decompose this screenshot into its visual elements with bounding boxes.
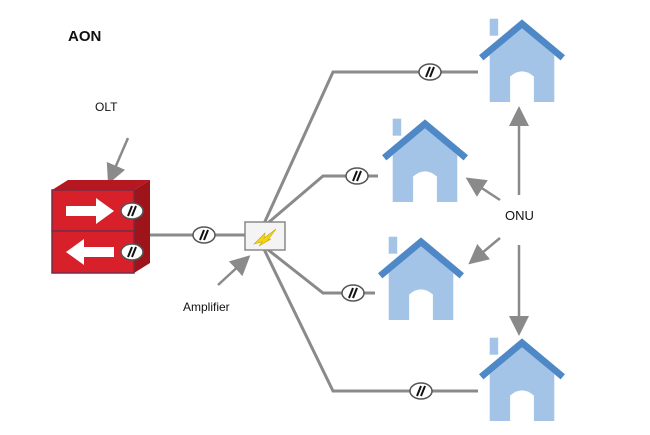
amplifier-icon (244, 221, 286, 251)
splice-connectors (192, 63, 442, 400)
splice-icon (345, 167, 369, 185)
house-icon (384, 119, 466, 202)
splice-icon (192, 226, 216, 244)
amplifier-label: Amplifier (183, 300, 230, 314)
arrow-right-icon (66, 198, 114, 224)
arrow-left-icon (66, 239, 114, 265)
house-icon (481, 338, 563, 421)
pointer-arrows (106, 106, 529, 336)
olt-device-icon (51, 180, 150, 274)
house-icon (380, 237, 462, 320)
olt-arrow (106, 137, 130, 185)
splice-icon (418, 63, 442, 81)
amplifier-arrow (217, 255, 251, 286)
diagram-title: AON (68, 28, 102, 45)
onu-arrow-upper-left (465, 177, 501, 202)
onu-label: ONU (505, 208, 534, 223)
house-icon (481, 19, 563, 102)
olt-label: OLT (95, 100, 118, 114)
splice-icon (409, 382, 433, 400)
lightning-icon (253, 228, 277, 247)
splice-icon (341, 284, 365, 302)
onu-arrow-lower-left (468, 237, 501, 265)
